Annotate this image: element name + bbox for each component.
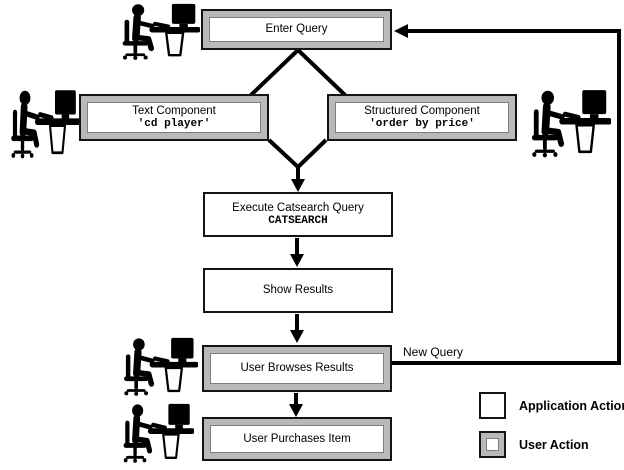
arrowhead-into-showresults [290,254,304,267]
node-user-purchases-item: User Purchases Item [202,417,392,461]
arrowhead-into-enterquery [394,24,408,38]
node-structured-component: Structured Component 'order by price' [327,94,517,141]
node-user-browses-results: User Browses Results [202,345,392,392]
legend-user-action: User Action [479,431,589,458]
arrowhead-into-purchases [289,404,303,417]
legend-user-swatch-inner [486,438,499,451]
person-at-computer-icon [112,336,198,398]
edge-label-new-query: New Query [403,345,464,359]
node-code: CATSEARCH [268,214,328,227]
person-at-computer-icon [519,88,611,160]
legend-application-action: Application Action [479,392,624,419]
person-at-computer-icon [112,402,194,465]
person-at-computer-icon [110,2,200,62]
edge-textcomponent-to-execute [267,138,300,181]
node-code: 'cd player' [137,117,211,130]
legend-user-label: User Action [519,437,589,452]
node-label: Text Component [132,104,216,117]
edge-structuredcomponent-to-execute [296,138,328,169]
node-structured-component-face: Structured Component 'order by price' [335,102,509,133]
node-label: User Purchases Item [243,432,351,445]
node-text-component: Text Component 'cd player' [79,94,269,141]
legend-application-swatch [479,392,506,419]
node-enter-query: Enter Query [201,9,392,50]
node-label: Enter Query [265,23,328,35]
node-text-component-face: Text Component 'cd player' [87,102,261,133]
node-execute-catsearch: Execute Catsearch Query CATSEARCH [203,192,393,237]
node-label: Show Results [262,284,334,296]
arrowhead-into-execute [291,179,305,192]
arrowhead-into-browses [290,330,304,343]
node-user-browses-face: User Browses Results [210,353,384,384]
edge-enterquery-to-structuredcomponent [296,48,348,98]
edge-enterquery-to-textcomponent [248,48,300,98]
legend-user-swatch [479,431,506,458]
edge-newquery-loop [392,29,621,365]
node-enter-query-face: Enter Query [209,17,384,42]
node-label: User Browses Results [240,362,354,374]
person-at-computer-icon [0,88,80,161]
node-user-purchases-face: User Purchases Item [210,425,384,453]
node-label: Execute Catsearch Query [232,201,364,214]
node-show-results: Show Results [203,268,393,313]
legend-application-label: Application Action [519,398,624,413]
node-code: 'order by price' [369,117,475,130]
node-label: Structured Component [364,104,480,117]
